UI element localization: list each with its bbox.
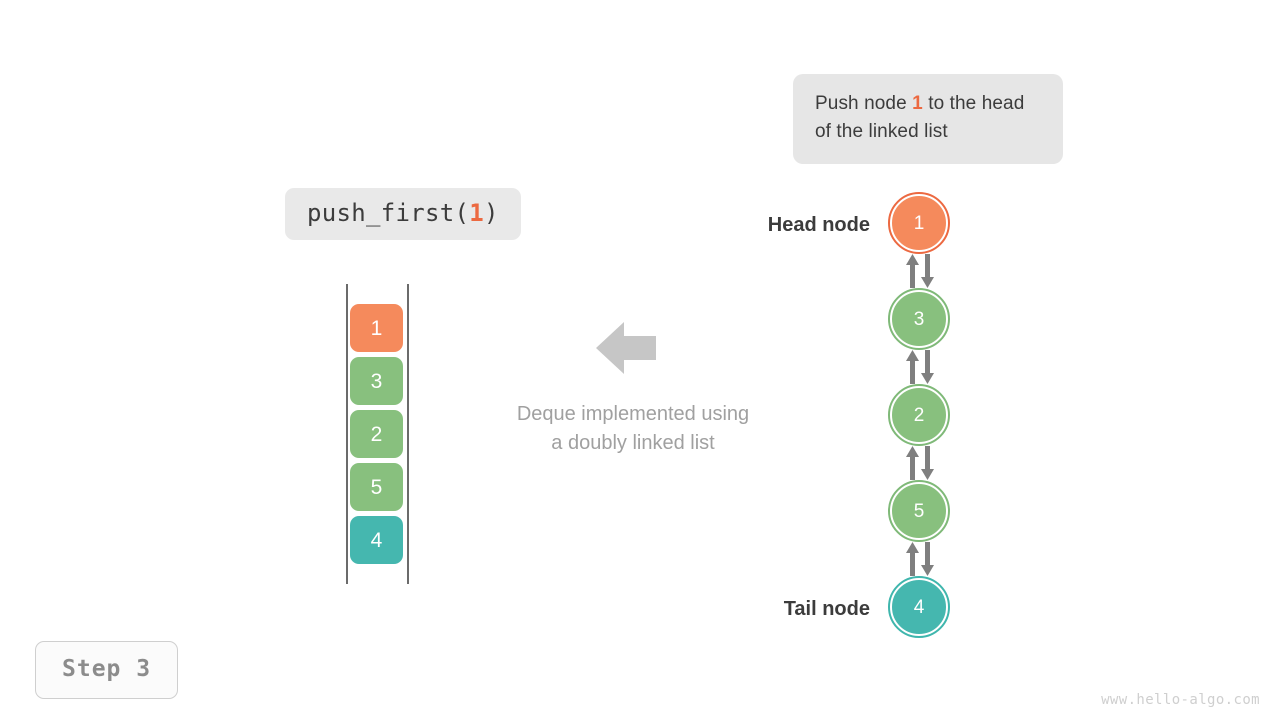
node-value: 1 [913,212,925,234]
head-node-label: Head node [767,214,870,236]
arrow-left-icon [596,322,656,374]
node-link-bidirectional [898,446,942,480]
code-argument: 1 [469,199,484,227]
deque-cell: 4 [350,516,403,564]
node-link-bidirectional [898,542,942,576]
deque-array-visual: 1 3 2 5 4 [340,284,416,584]
deque-cell: 5 [350,463,403,511]
caption-line-2: a doubly linked list [551,432,715,454]
callout-text-after: to the head of the linked list [815,93,1025,142]
code-close-paren: ) [484,199,499,227]
caption-line-1: Deque implemented using [516,403,750,425]
callout-text-before: Push node [815,93,913,114]
callout-highlight-value: 1 [912,93,923,114]
node-value: 4 [913,596,925,618]
step-badge: Step 3 [35,641,179,699]
deque-left-rail [346,284,348,584]
diagram-caption: Deque implemented using a doubly linked … [468,400,798,458]
linked-list-node: 2 [888,384,950,446]
code-operation-label: push_first(1) [285,188,521,240]
linked-list-node: 1 [888,192,950,254]
node-value: 3 [913,308,925,330]
node-link-bidirectional [898,350,942,384]
deque-cell: 3 [350,357,403,405]
code-function-name: push_first( [307,199,470,227]
node-link-bidirectional [898,254,942,288]
tail-node-label: Tail node [783,598,870,620]
deque-cell-list: 1 3 2 5 4 [350,304,403,564]
deque-right-rail [407,284,409,584]
callout-box: Push node 1 to the head of the linked li… [793,74,1063,164]
watermark: www.hello-algo.com [1101,692,1260,708]
linked-list-visual: 1 3 2 5 4 [888,192,952,642]
linked-list-node: 3 [888,288,950,350]
deque-cell: 2 [350,410,403,458]
linked-list-node: 4 [888,576,950,638]
node-value: 2 [913,404,925,426]
linked-list-node: 5 [888,480,950,542]
deque-cell: 1 [350,304,403,352]
node-value: 5 [913,500,925,522]
